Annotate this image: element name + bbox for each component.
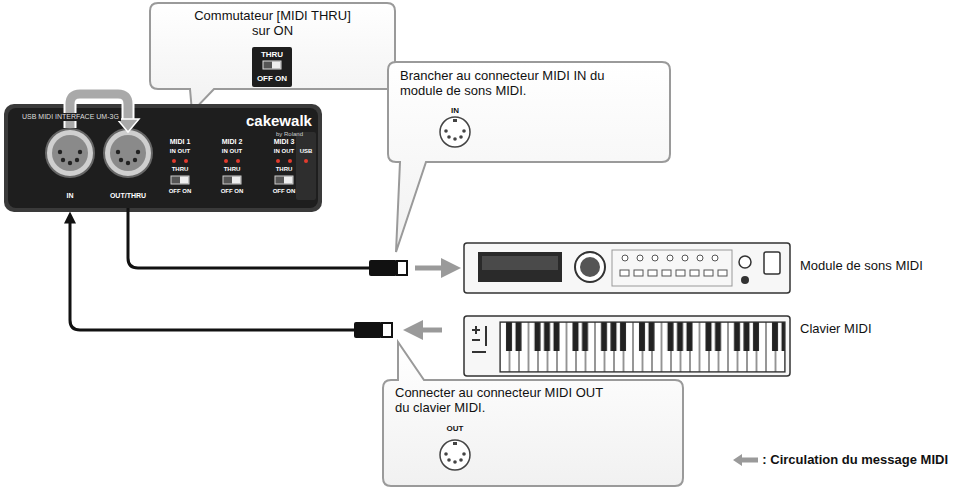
- label-text: Module de sons MIDI: [800, 259, 923, 274]
- legend-arrow: [731, 453, 759, 467]
- label-text: THRU: [172, 166, 189, 173]
- midi-plug: [354, 322, 382, 338]
- label-text: OFF ON: [257, 74, 287, 83]
- label-text: OUT/THRU: [110, 192, 146, 200]
- callout-bubble: Commutateur [MIDI THRU] sur ON THRU OFF ON: [150, 3, 395, 89]
- legend-text: : Circulation du message MIDI: [762, 452, 948, 467]
- label-text: IN: [451, 106, 459, 115]
- label-text: Brancher au connecteur MIDI IN du module…: [400, 69, 605, 99]
- label-text: THRU: [261, 50, 283, 59]
- interface-housing: [4, 104, 322, 212]
- midi-interface: USB MIDI INTERFACE UM-3G cakewalk by Rolan…: [8, 108, 318, 208]
- midi-cable: [70, 216, 354, 330]
- label-text: Commutateur [MIDI THRU] sur ON: [185, 9, 360, 39]
- label-text: USB MIDI INTERFACE UM-3G: [20, 113, 121, 121]
- flow-arrow: [415, 266, 452, 271]
- usb-strip: [296, 132, 316, 200]
- label-text: USB: [300, 148, 313, 155]
- label-text: OFF ON: [221, 188, 244, 195]
- label-text: THRU: [276, 166, 293, 173]
- cable-connector: [70, 216, 442, 338]
- label-text: THRU: [224, 166, 241, 173]
- led: [172, 159, 308, 163]
- label-text: cakewalk: [246, 112, 312, 129]
- label-text: MIDI 3: [274, 138, 295, 146]
- midi-plug: [382, 323, 392, 337]
- label-text: Clavier MIDI: [800, 322, 872, 337]
- label-text: MIDI 2: [222, 138, 243, 146]
- interface-panel: [8, 108, 318, 208]
- label-text: OFF ON: [273, 188, 296, 195]
- midi-plug: [369, 260, 397, 276]
- label-text: IN OUT: [222, 148, 242, 155]
- label-text: OFF ON: [169, 188, 192, 195]
- din-pins: [58, 150, 140, 165]
- callout-bubble: Connecter au connecteur MIDI OUT du clav…: [383, 380, 683, 486]
- flow-arrow: [412, 328, 442, 333]
- label-text: MIDI 1: [170, 138, 191, 146]
- module-buttons: [620, 255, 727, 276]
- label-text: Connecter au connecteur MIDI OUT du clav…: [395, 386, 617, 416]
- label-text: IN OUT: [274, 148, 294, 155]
- legend-arrow: [733, 454, 758, 466]
- label-text: by Roland: [276, 131, 303, 138]
- midi-keyboard: Clavier MIDI: [464, 316, 790, 376]
- din-connector: [46, 129, 152, 177]
- midi-cable: [128, 208, 369, 268]
- thru-switch: [263, 61, 281, 69]
- switch-slider: [272, 62, 281, 69]
- callout-bubble: Brancher au connecteur MIDI IN du module…: [388, 62, 670, 162]
- midi-keyboard: [464, 316, 790, 376]
- cable-connector: [128, 208, 452, 276]
- legend: : Circulation du message MIDI: [731, 452, 948, 467]
- sound-module: [464, 243, 790, 293]
- midi-plug: [397, 261, 407, 275]
- label-text: IN: [67, 192, 74, 200]
- sound-module: Module de sons MIDI: [464, 243, 790, 293]
- label-text: IN OUT: [170, 148, 190, 155]
- label-text: OUT: [447, 424, 464, 433]
- switch-inset: [252, 47, 292, 87]
- thru-switch: [171, 176, 293, 184]
